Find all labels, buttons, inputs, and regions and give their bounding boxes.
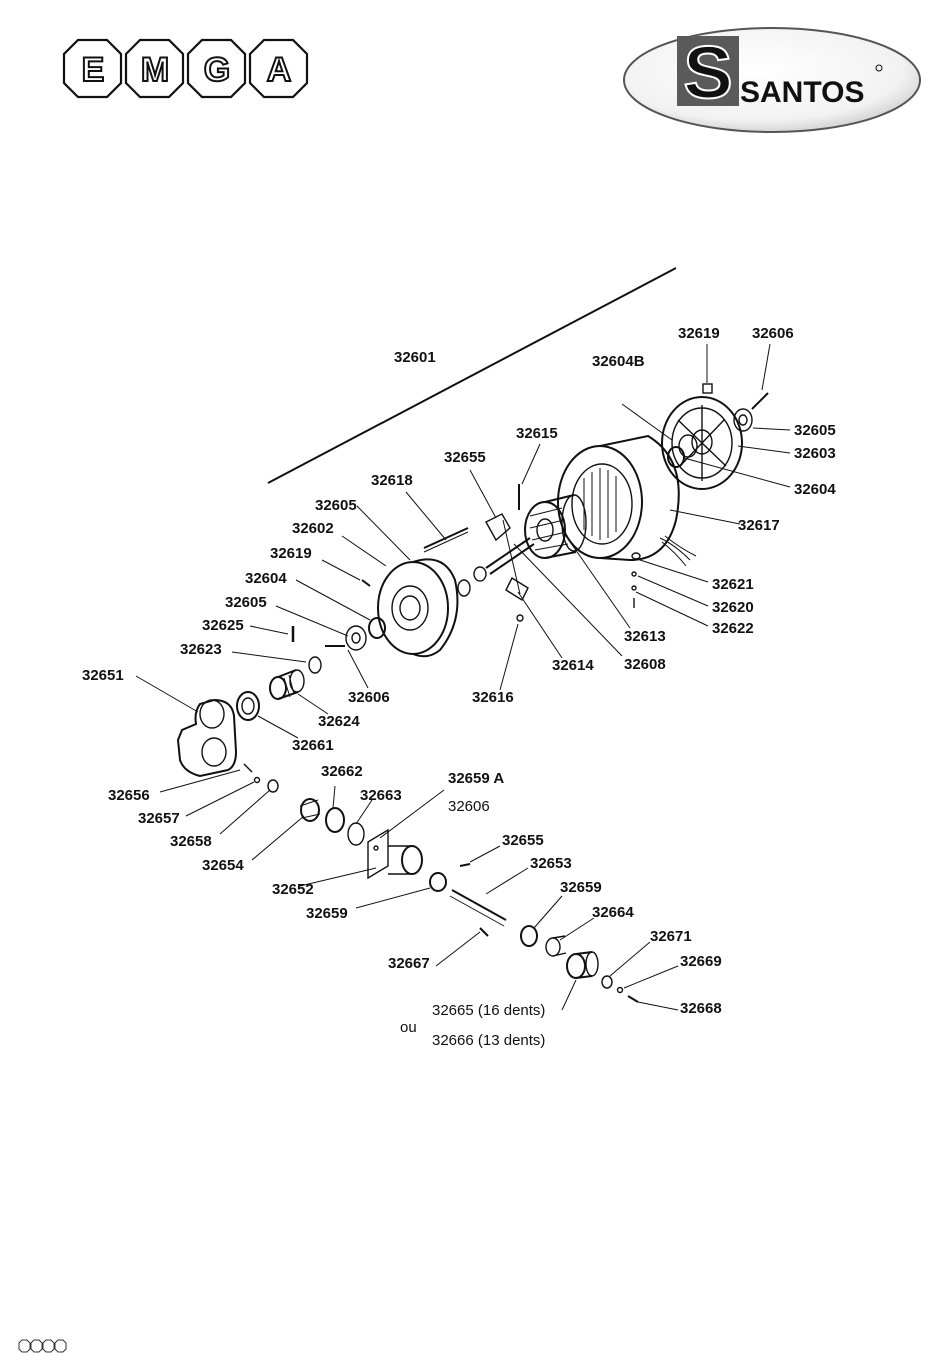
label-32651: 32651 [82,667,124,684]
rear-washer [733,408,753,432]
label-32667: 32667 [388,955,430,972]
label-32652: 32652 [272,881,314,898]
label-32605-rear: 32605 [794,422,836,439]
coupling-sleeve [269,669,305,700]
label-32602: 32602 [292,520,334,537]
gearbox-housing [176,698,238,778]
label-32671: 32671 [650,928,692,945]
svg-text:A: A [267,51,292,89]
svg-text:SANTOS: SANTOS [740,76,864,109]
label-32653: 32653 [530,855,572,872]
label-32620: 32620 [712,599,754,616]
label-32657: 32657 [138,810,180,827]
front-bearing [368,617,386,639]
label-32624: 32624 [318,713,360,730]
stator-housing [557,434,680,562]
sprocket [566,951,599,979]
label-32616: 32616 [472,689,514,706]
label-32625: 32625 [202,617,244,634]
label-32605-front: 32605 [225,594,267,611]
label-32606-front: 32606 [348,689,390,706]
label-32659-left: 32659 [306,905,348,922]
label-32604B: 32604B [592,353,645,370]
santos-logo: S SANTOS [623,27,921,133]
output-flange [367,828,423,880]
svg-text:M: M [141,51,169,89]
label-32661: 32661 [292,737,334,754]
label-32605-upper: 32605 [315,497,357,514]
label-32665: 32665 (16 dents) [432,1002,546,1019]
label-32656: 32656 [108,787,150,804]
shaft-seal [236,691,260,721]
label-32622: 32622 [712,620,754,637]
label-32608: 32608 [624,656,666,673]
footer-emga-logo [18,1339,67,1353]
tie-rod [423,527,469,549]
label-32663: 32663 [360,787,402,804]
svg-text:G: G [204,51,230,89]
label-32654: 32654 [202,857,244,874]
label-ou: ou [400,1019,417,1036]
label-32668: 32668 [680,1000,722,1017]
label-32601: 32601 [394,349,436,366]
label-32604-rear: 32604 [794,481,836,498]
label-32664: 32664 [592,904,634,921]
label-32617: 32617 [738,517,780,534]
label-32619-rear: 32619 [678,325,720,342]
group-separator-line [267,267,677,484]
rear-end-shield [661,396,743,490]
rotor [524,494,587,559]
label-32619-front: 32619 [270,545,312,562]
label-32621: 32621 [712,576,754,593]
label-32655-upper: 32655 [444,449,486,466]
label-32658: 32658 [170,833,212,850]
label-32606-lower: 32606 [448,798,490,815]
label-32614: 32614 [552,657,594,674]
switch-blade-lower [505,576,529,602]
small-gear [300,798,320,822]
label-32659-right: 32659 [560,879,602,896]
label-32666: 32666 (13 dents) [432,1032,546,1049]
emga-logo: E M G A [62,38,309,99]
label-32603: 32603 [794,445,836,462]
label-32615: 32615 [516,425,558,442]
label-32669: 32669 [680,953,722,970]
label-32604-front: 32604 [245,570,287,587]
label-32655-lower: 32655 [502,832,544,849]
drive-shaft [451,889,507,921]
rear-bearing [667,446,685,468]
front-washer [345,625,367,651]
label-32659A: 32659 A [448,770,505,787]
front-end-shield [377,558,459,658]
label-32613: 32613 [624,628,666,645]
leader-lines [135,343,791,1011]
svg-text:S: S [683,31,732,114]
label-32662: 32662 [321,763,363,780]
rear-screw [702,383,713,394]
label-32623: 32623 [180,641,222,658]
label-32606-rear: 32606 [752,325,794,342]
svg-text:E: E [82,51,105,89]
label-32618: 32618 [371,472,413,489]
switch-blade-upper [485,513,511,542]
